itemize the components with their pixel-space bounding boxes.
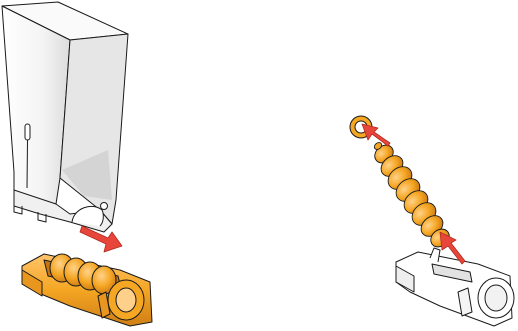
hopper-screw bbox=[101, 203, 108, 210]
hopper bbox=[2, 2, 128, 232]
orange-roller-carrier bbox=[22, 254, 152, 326]
hopper-latch-line bbox=[27, 140, 28, 188]
white-roller-carrier bbox=[396, 248, 514, 326]
hopper-latch-slot bbox=[25, 124, 30, 140]
carrier-end-cap-inner bbox=[116, 288, 136, 312]
bushing-arrow bbox=[362, 124, 390, 146]
white-carrier-end-ring-inner bbox=[485, 285, 507, 311]
